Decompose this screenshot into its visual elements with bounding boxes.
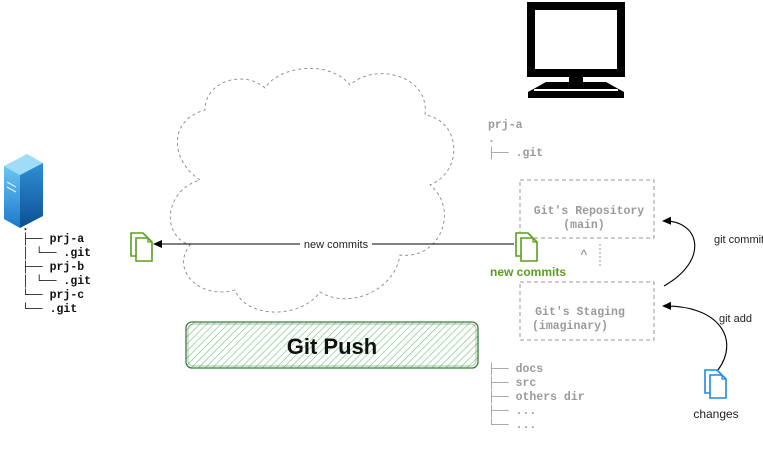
- new-commits-label: new commits: [490, 265, 566, 279]
- server-icon: [4, 154, 43, 228]
- server-tree-line-4: │ └── .git: [22, 274, 91, 288]
- repository-box-line2: (main): [563, 219, 604, 232]
- local-tree-git: ├── .git: [488, 146, 543, 160]
- server-tree-line-1: ├── prj-a: [22, 232, 84, 246]
- repository-box-line1: Git's Repository: [534, 205, 645, 218]
- changes-document-icon: [704, 369, 727, 399]
- local-tree-ellipsis-1: ├── ...: [488, 404, 536, 418]
- local-tree-others: ├── others dir: [488, 390, 585, 404]
- git-staging-box: Git's Staging (imaginary): [519, 281, 655, 341]
- local-tree-src: ├── src: [488, 376, 536, 390]
- caret-symbol: ^: [581, 249, 588, 262]
- server-tree: . ├── prj-a │ └── .git ├── prj-b │ └── .…: [22, 221, 91, 316]
- local-tree-root: prj-a: [488, 119, 523, 132]
- local-commits-document-icon: [515, 232, 538, 262]
- local-tree-dot: .: [488, 133, 495, 146]
- git-repository-box: Git's Repository (main): [519, 179, 655, 239]
- cloud-shape: [169, 67, 455, 313]
- changes-label: changes: [693, 407, 738, 421]
- server-tree-line-2: │ └── .git: [22, 246, 91, 260]
- local-tree-docs: ├── docs: [488, 362, 543, 376]
- git-push-label: Git Push: [287, 334, 377, 359]
- git-push-box: Git Push: [185, 321, 479, 369]
- server-commits-document-icon: [130, 232, 153, 262]
- server-tree-root-dot: .: [22, 221, 29, 234]
- server-tree-line-6: └── .git: [22, 302, 77, 316]
- git-add-arrow: [662, 301, 728, 371]
- git-commit-label: git commit: [714, 234, 763, 246]
- git-commit-arrow: [662, 216, 696, 287]
- staging-box-line1: Git's Staging: [535, 306, 625, 319]
- staging-box-line2: (imaginary): [532, 320, 608, 333]
- push-arrow-label: new commits: [304, 239, 369, 251]
- server-tree-line-5: └── prj-c: [22, 288, 84, 302]
- local-tree-ellipsis-2: └── ...: [488, 418, 536, 432]
- computer-monitor-icon: [527, 2, 625, 98]
- git-add-label: git add: [719, 313, 752, 325]
- server-tree-line-3: ├── prj-b: [22, 260, 84, 274]
